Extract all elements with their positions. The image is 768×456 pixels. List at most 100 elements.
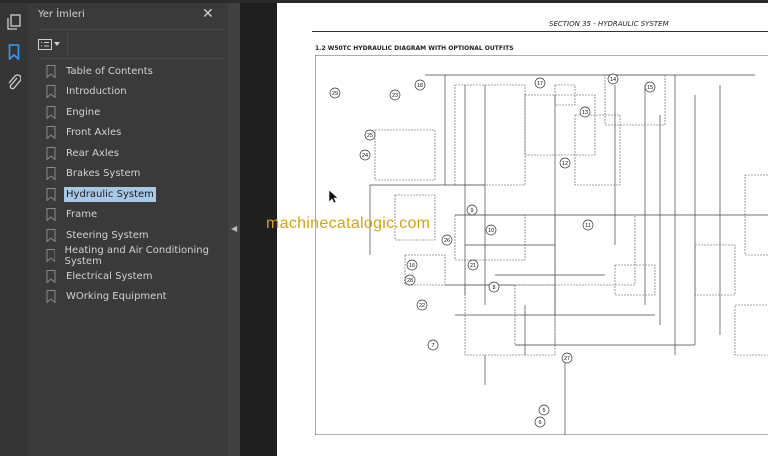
callout-label: 13 bbox=[582, 110, 588, 116]
callout-marker bbox=[582, 219, 594, 231]
component-box bbox=[614, 264, 656, 296]
divider bbox=[67, 33, 68, 55]
callout-label: 18 bbox=[417, 83, 423, 89]
collapse-panel-icon[interactable]: ◀ bbox=[231, 224, 238, 233]
component-box bbox=[554, 214, 636, 286]
callout-label: 21 bbox=[470, 263, 476, 269]
callout-marker bbox=[466, 204, 478, 216]
component-box bbox=[454, 214, 526, 261]
component-box bbox=[374, 129, 436, 181]
bookmark-item[interactable]: Heating and Air Conditioning System bbox=[46, 245, 224, 267]
panel-title: Yer İmleri bbox=[38, 9, 85, 20]
callout-label: 10 bbox=[488, 228, 494, 234]
callout-marker bbox=[389, 89, 401, 101]
mouse-cursor-icon bbox=[329, 190, 339, 204]
bookmark-item[interactable]: Engine bbox=[46, 103, 224, 121]
callout-marker bbox=[404, 274, 416, 286]
bookmark-label: Electrical System bbox=[66, 270, 153, 282]
bookmark-icon bbox=[46, 249, 55, 262]
bookmark-icon bbox=[46, 64, 56, 78]
callout-marker bbox=[644, 81, 656, 93]
bookmark-icon bbox=[46, 269, 56, 283]
callout-marker bbox=[416, 299, 428, 311]
callout-label: 28 bbox=[407, 278, 413, 284]
bookmark-item[interactable]: Brakes System bbox=[46, 165, 224, 183]
watermark: machinecatalogic.com bbox=[266, 215, 431, 232]
bookmark-icon bbox=[46, 167, 56, 180]
component-box bbox=[694, 244, 736, 296]
attachment-icon[interactable] bbox=[5, 73, 23, 91]
bookmark-item[interactable]: Steering System bbox=[46, 226, 224, 244]
bookmark-label: Heating and Air Conditioning System bbox=[64, 244, 209, 267]
document-background bbox=[240, 3, 277, 456]
bookmark-item[interactable]: Introduction bbox=[46, 83, 224, 101]
divider bbox=[38, 58, 224, 59]
component-box bbox=[394, 194, 436, 241]
header-rule bbox=[312, 31, 768, 32]
component-box bbox=[604, 74, 666, 126]
left-tool-rail bbox=[0, 3, 28, 456]
title-bar-edge bbox=[0, 0, 768, 3]
chevron-down-icon bbox=[54, 42, 60, 46]
bookmark-label: WOrking Equipment bbox=[66, 291, 167, 302]
bookmark-icon bbox=[46, 105, 56, 119]
component-box bbox=[744, 174, 768, 256]
bookmark-icon bbox=[46, 208, 56, 221]
bookmark-item[interactable]: Front Axles bbox=[46, 124, 224, 142]
callout-marker bbox=[538, 404, 550, 416]
callout-marker bbox=[467, 259, 479, 271]
panel-splitter[interactable] bbox=[228, 3, 240, 456]
callout-marker bbox=[414, 79, 426, 91]
callout-label: 25 bbox=[367, 133, 373, 139]
bookmark-icon bbox=[46, 85, 56, 98]
callout-marker bbox=[441, 234, 453, 246]
bookmark-label: Table of Contents bbox=[66, 65, 153, 77]
callout-label: 15 bbox=[647, 85, 653, 91]
callout-marker bbox=[406, 259, 418, 271]
callout-label: 8 bbox=[492, 285, 495, 291]
section-header: SECTION 35 - HYDRAULIC SYSTEM bbox=[549, 20, 669, 28]
bookmark-item[interactable]: WOrking Equipment bbox=[46, 288, 224, 306]
callout-label: 23 bbox=[392, 93, 398, 99]
component-box bbox=[554, 84, 576, 106]
bookmark-label: Introduction bbox=[66, 86, 127, 97]
component-box bbox=[524, 94, 596, 156]
callout-marker bbox=[534, 77, 546, 89]
callout-marker bbox=[329, 87, 341, 99]
pages-icon[interactable] bbox=[5, 13, 23, 31]
callout-marker bbox=[359, 149, 371, 161]
callout-label: 9 bbox=[470, 208, 473, 214]
callout-label: 7 bbox=[431, 343, 434, 349]
bookmark-item[interactable]: Electrical System bbox=[46, 267, 224, 285]
list-options-button[interactable] bbox=[38, 37, 62, 51]
bookmark-item[interactable]: Hydraulic System bbox=[46, 185, 224, 203]
callout-label: 16 bbox=[409, 263, 415, 269]
bookmark-icon bbox=[46, 126, 56, 139]
callout-label: 27 bbox=[564, 356, 570, 362]
close-icon[interactable]: ✕ bbox=[202, 6, 214, 22]
divider bbox=[38, 29, 224, 30]
bookmark-label: Brakes System bbox=[66, 168, 141, 179]
bookmark-icon bbox=[46, 228, 56, 242]
diagram-heading: 1.2 W50TC HYDRAULIC DIAGRAM WITH OPTIONA… bbox=[315, 45, 514, 52]
bookmark-label: Engine bbox=[66, 106, 101, 118]
bookmark-label: Hydraulic System bbox=[64, 186, 156, 202]
callout-label: 6 bbox=[538, 420, 541, 426]
component-box bbox=[454, 84, 526, 186]
callout-label: 12 bbox=[562, 161, 568, 167]
bookmark-item[interactable]: Rear Axles bbox=[46, 144, 224, 162]
callout-label: 24 bbox=[362, 153, 368, 159]
callout-marker bbox=[364, 129, 376, 141]
bookmark-icon[interactable] bbox=[5, 43, 23, 61]
bookmark-item[interactable]: Frame bbox=[46, 206, 224, 224]
bookmark-item[interactable]: Table of Contents bbox=[46, 62, 224, 80]
bookmark-icon bbox=[46, 187, 56, 201]
component-box bbox=[574, 114, 621, 186]
bookmark-label: Steering System bbox=[66, 229, 149, 241]
callout-label: 22 bbox=[419, 303, 425, 309]
bookmark-icon bbox=[46, 290, 56, 303]
list-options-icon bbox=[38, 38, 52, 50]
callout-marker bbox=[534, 416, 546, 428]
component-box bbox=[404, 254, 446, 286]
